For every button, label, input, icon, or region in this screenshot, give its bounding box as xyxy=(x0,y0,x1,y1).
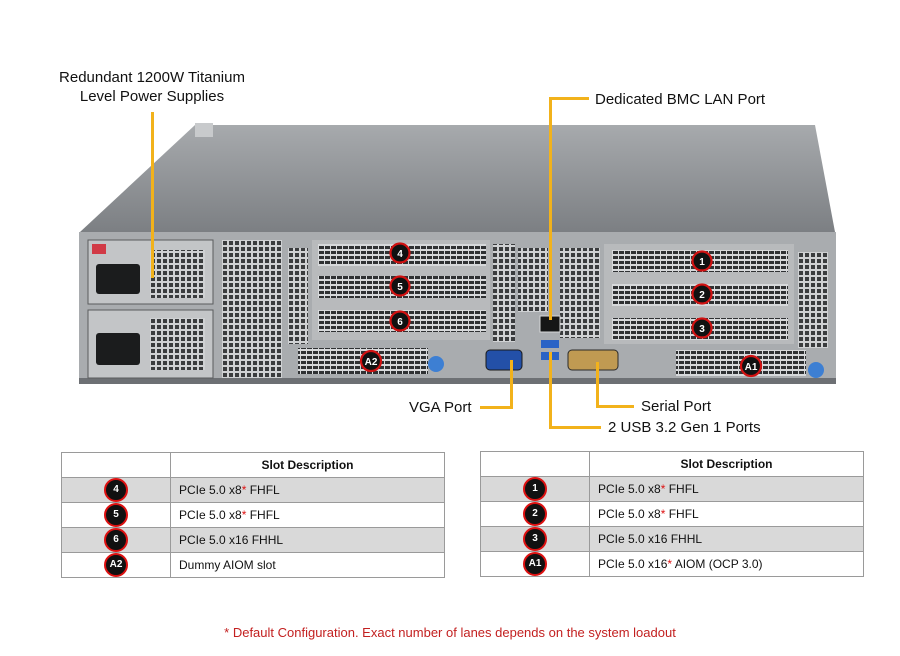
slot-description: PCIe 5.0 x8 xyxy=(598,482,661,496)
footnote: * Default Configuration. Exact number of… xyxy=(224,625,676,640)
slot-badge-3: 3 xyxy=(523,527,547,551)
callout-power-supplies-line1: Redundant 1200W Titanium xyxy=(59,69,245,86)
power-supply-top xyxy=(87,239,214,305)
psu-leader-line xyxy=(151,112,154,278)
asterisk-mark: * xyxy=(241,508,247,522)
slot-badge-5: 5 xyxy=(104,503,128,527)
callout-bmc-lan: Dedicated BMC LAN Port xyxy=(595,91,766,108)
asterisk-mark: * xyxy=(660,507,666,521)
vent-grille xyxy=(222,240,282,378)
callout-usb: 2 USB 3.2 Gen 1 Ports xyxy=(608,419,761,436)
table-header-row: Slot Description xyxy=(480,451,864,477)
slot-description: Dummy AIOM slot xyxy=(179,558,276,572)
table-row: 1 PCIe 5.0 x8* FHFL xyxy=(480,476,864,502)
vent-grille xyxy=(518,248,548,312)
slot-form-factor: FHFL xyxy=(246,508,280,522)
vent-grille xyxy=(493,244,515,342)
thumbscrew xyxy=(428,356,444,372)
asterisk-mark: * xyxy=(667,557,673,571)
table-row: A1 PCIe 5.0 x16* AIOM (OCP 3.0) xyxy=(480,551,864,577)
table-row: 2 PCIe 5.0 x8* FHFL xyxy=(480,501,864,527)
svg-text:A1: A1 xyxy=(745,362,758,373)
slot-badge-3: 3 xyxy=(691,317,713,339)
slot-badge-a1: A1 xyxy=(739,354,763,378)
table-header-slot-description: Slot Description xyxy=(589,451,864,477)
slot-badge-4: 4 xyxy=(389,242,411,264)
callout-vga: VGA Port xyxy=(409,399,472,416)
bmc-leader-line xyxy=(549,97,589,100)
slot-badge-a1: A1 xyxy=(523,552,547,576)
table-row: 5 PCIe 5.0 x8* FHFL xyxy=(61,502,445,528)
serial-leader-line xyxy=(596,405,634,408)
table-header-row: Slot Description xyxy=(61,452,445,478)
bmc-leader-line xyxy=(549,97,552,320)
slot-form-factor: FHFL xyxy=(665,482,699,496)
left-slot-table: Slot Description 4 PCIe 5.0 x8* FHFL 5 P… xyxy=(61,452,445,578)
table-row: A2 Dummy AIOM slot xyxy=(61,552,445,578)
slot-description: PCIe 5.0 x16 FHHL xyxy=(598,532,703,546)
svg-text:2: 2 xyxy=(699,290,705,301)
svg-text:6: 6 xyxy=(397,317,403,328)
table-header-blank xyxy=(480,451,590,477)
vga-leader-line xyxy=(480,406,513,409)
slot-description: PCIe 5.0 x8 xyxy=(179,508,242,522)
slot-form-factor: AIOM (OCP 3.0) xyxy=(672,557,763,571)
slot-badge-4: 4 xyxy=(104,478,128,502)
usb-port-1 xyxy=(541,340,559,348)
serial-port xyxy=(567,349,619,371)
asterisk-mark: * xyxy=(241,483,247,497)
slot-badge-6: 6 xyxy=(389,310,411,332)
slot-badge-1: 1 xyxy=(523,477,547,501)
table-row: 6 PCIe 5.0 x16 FHHL xyxy=(61,527,445,553)
right-slot-table: Slot Description 1 PCIe 5.0 x8* FHFL 2 P… xyxy=(480,451,864,577)
vent-grille xyxy=(288,248,308,344)
server-rear-view: 4 5 6 1 2 3 A2 A1 xyxy=(79,123,836,384)
table-header-slot-description: Slot Description xyxy=(170,452,445,478)
slot-form-factor: FHFL xyxy=(246,483,280,497)
slot-badge-6: 6 xyxy=(104,528,128,552)
slot-description: PCIe 5.0 x16 xyxy=(598,557,668,571)
table-row: 3 PCIe 5.0 x16 FHHL xyxy=(480,526,864,552)
svg-text:3: 3 xyxy=(699,324,705,335)
table-row: 4 PCIe 5.0 x8* FHFL xyxy=(61,477,445,503)
serial-leader-line xyxy=(596,362,599,408)
slot-description: PCIe 5.0 x16 FHHL xyxy=(179,533,284,547)
vga-port xyxy=(485,349,523,371)
slot-badge-1: 1 xyxy=(691,250,713,272)
slot-description: PCIe 5.0 x8 xyxy=(598,507,661,521)
power-supply-bottom xyxy=(87,309,214,379)
vent-grille xyxy=(798,252,828,348)
svg-text:1: 1 xyxy=(699,257,705,268)
svg-text:A2: A2 xyxy=(365,357,378,368)
slot-badge-5: 5 xyxy=(389,275,411,297)
svg-text:4: 4 xyxy=(397,249,403,260)
asterisk-mark: * xyxy=(660,482,666,496)
slot-description: PCIe 5.0 x8 xyxy=(179,483,242,497)
slot-badge-a2: A2 xyxy=(104,553,128,577)
callout-power-supplies: Redundant 1200W Titanium Level Power Sup… xyxy=(52,68,252,106)
usb-leader-line xyxy=(549,352,552,428)
slot-form-factor: FHFL xyxy=(665,507,699,521)
slot-badge-2: 2 xyxy=(691,283,713,305)
vent-grille xyxy=(560,248,600,338)
usb-leader-line xyxy=(549,426,601,429)
svg-text:5: 5 xyxy=(397,282,403,293)
slot-badge-a2: A2 xyxy=(359,349,383,373)
table-header-blank xyxy=(61,452,171,478)
thumbscrew xyxy=(808,362,824,378)
callout-power-supplies-line2: Level Power Supplies xyxy=(79,88,225,105)
slot-badge-2: 2 xyxy=(523,502,547,526)
vga-leader-line xyxy=(510,360,513,408)
callout-serial: Serial Port xyxy=(641,398,712,415)
